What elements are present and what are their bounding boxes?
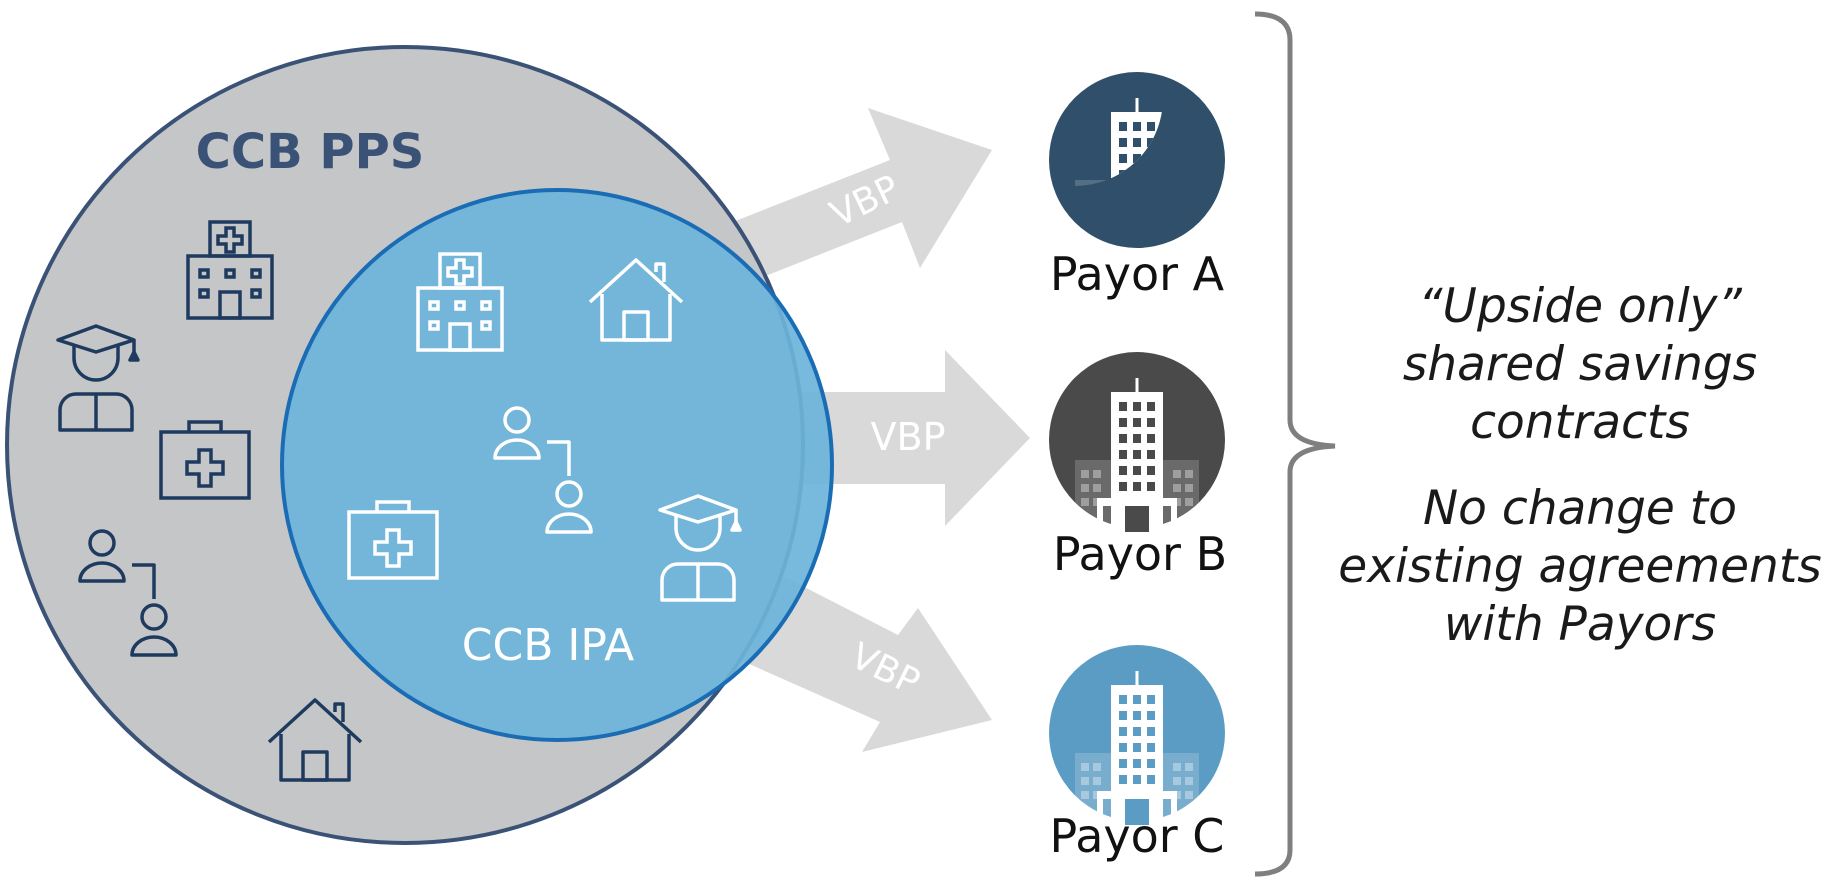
- right-brace: [1254, 11, 1336, 877]
- vbp-arrow-a: VBP: [700, 108, 992, 290]
- agreements-note: No change to existing agreements with Pa…: [1330, 480, 1823, 654]
- payor-b: Payor B: [1049, 352, 1227, 581]
- contract-type-note: “Upside only” shared savings contracts: [1330, 278, 1823, 452]
- note-line: existing agreements: [1338, 539, 1822, 594]
- payor-c: Payor C: [1049, 645, 1225, 863]
- note-line: “Upside only”: [1418, 279, 1742, 334]
- note-line: No change to: [1423, 481, 1737, 536]
- note-line: with Payors: [1443, 597, 1717, 652]
- vbp-label-b: VBP: [871, 415, 946, 459]
- payor-a-label: Payor A: [1050, 247, 1225, 301]
- note-line: contracts: [1470, 395, 1690, 450]
- note-line: shared savings: [1402, 337, 1758, 392]
- payor-c-label: Payor C: [1050, 809, 1225, 863]
- ccb-pps-label: CCB PPS: [196, 124, 425, 180]
- vbp-arrow-b: VBP: [780, 350, 1030, 526]
- payor-a: Payor A: [1049, 72, 1225, 301]
- vbp-arrow-c: VBP: [740, 572, 992, 752]
- payor-b-label: Payor B: [1053, 527, 1227, 581]
- ccb-ipa-label: CCB IPA: [462, 620, 634, 671]
